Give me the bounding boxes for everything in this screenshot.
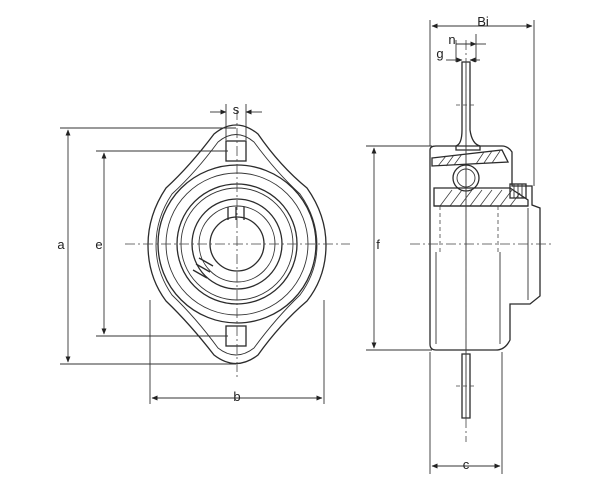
dim-label-n: n	[448, 32, 455, 47]
flange-inner-outline	[155, 134, 318, 356]
housing-shell	[429, 145, 541, 351]
flange-plate-bottom	[461, 353, 471, 419]
dim-label-s: s	[233, 102, 240, 117]
outer-ring-section	[431, 149, 510, 167]
dim-label-g: g	[436, 46, 443, 61]
dim-label-Bi: Bi	[477, 14, 489, 29]
dim-label-c: c	[463, 457, 470, 472]
front-view: a e s b	[57, 102, 350, 404]
mounting-hole-bottom	[225, 325, 247, 347]
side-view: Bi n g f c	[366, 14, 552, 474]
set-screw-side	[192, 257, 214, 279]
inner-ring-section	[433, 187, 529, 207]
dim-label-b: b	[233, 389, 240, 404]
flange-plate	[455, 61, 481, 151]
mounting-hole-top	[225, 140, 247, 162]
dim-label-e: e	[95, 237, 102, 252]
dim-label-f: f	[376, 237, 380, 252]
set-screw-top	[227, 207, 245, 220]
dim-label-a: a	[57, 237, 65, 252]
flange-outline	[147, 124, 327, 365]
